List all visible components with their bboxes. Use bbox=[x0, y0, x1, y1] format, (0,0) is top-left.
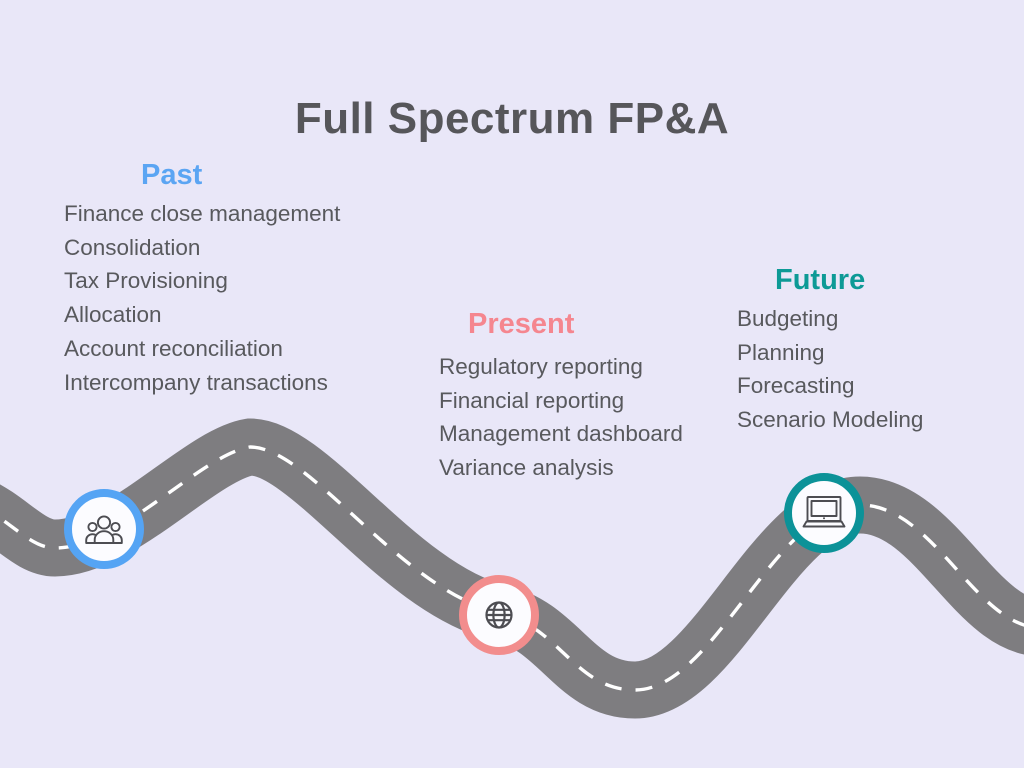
section-label-present: Present bbox=[468, 308, 575, 340]
globe-icon bbox=[485, 601, 513, 629]
milestone-past bbox=[64, 489, 144, 569]
list-item: Scenario Modeling bbox=[737, 407, 924, 433]
list-item: Management dashboard bbox=[439, 421, 683, 447]
list-item: Allocation bbox=[64, 302, 162, 328]
page-title: Full Spectrum FP&A bbox=[294, 94, 730, 143]
people-group-icon bbox=[85, 515, 123, 544]
laptop-icon bbox=[802, 496, 846, 528]
milestone-present bbox=[459, 575, 539, 655]
list-item: Regulatory reporting bbox=[439, 354, 643, 379]
future-milestone-ring bbox=[784, 473, 864, 553]
list-item: Financial reporting bbox=[439, 387, 625, 413]
list-item: Tax Provisioning bbox=[64, 268, 228, 294]
list-item: Budgeting bbox=[737, 306, 839, 331]
milestone-future bbox=[784, 473, 864, 553]
list-item: Account reconciliation bbox=[64, 335, 283, 361]
section-label-future: Future bbox=[775, 264, 866, 296]
list-item: Finance close management bbox=[64, 201, 341, 226]
list-item: Consolidation bbox=[64, 234, 201, 260]
section-label-past: Past bbox=[141, 159, 203, 191]
list-item: Planning bbox=[737, 339, 825, 365]
list-item: Forecasting bbox=[737, 373, 855, 399]
list-item: Variance analysis bbox=[439, 455, 614, 481]
list-item: Intercompany transactions bbox=[64, 369, 328, 395]
